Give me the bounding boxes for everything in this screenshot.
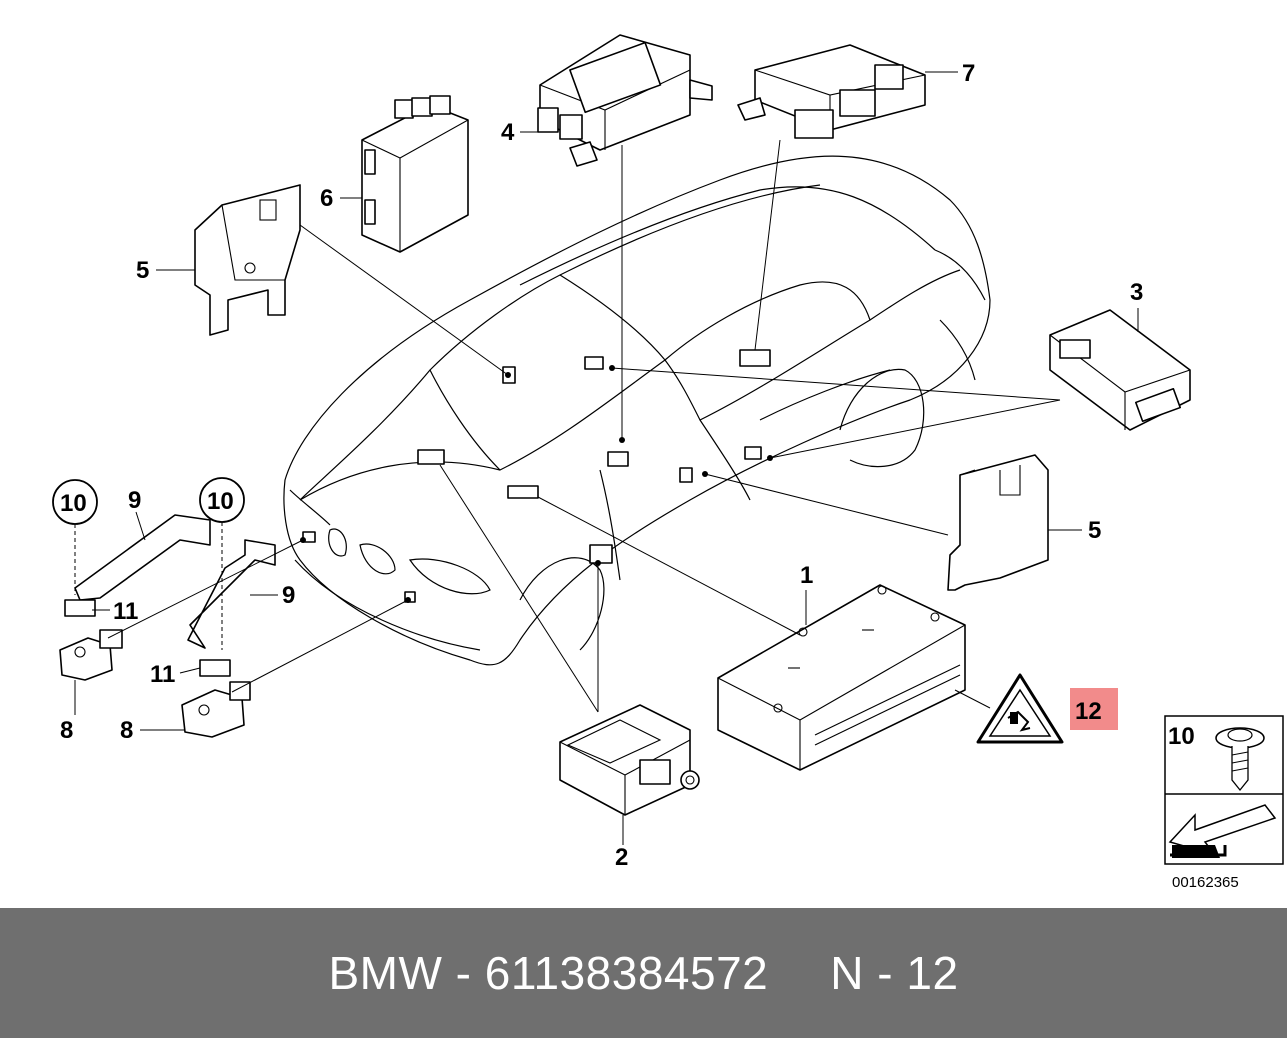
car-outline bbox=[283, 155, 991, 666]
part-5-bracket-left[interactable] bbox=[194, 184, 301, 336]
callout-3: 3 bbox=[1130, 279, 1143, 306]
sensor-assembly-right[interactable] bbox=[181, 539, 276, 738]
callout-7: 7 bbox=[962, 60, 975, 87]
callout-6: 6 bbox=[320, 185, 333, 212]
part-number: 61138384572 bbox=[484, 947, 769, 999]
callout-12: 12 bbox=[1075, 698, 1102, 725]
part-5-bracket-right[interactable] bbox=[947, 454, 1049, 591]
sensor-assembly-left[interactable] bbox=[59, 514, 211, 681]
brand-label: BMW bbox=[328, 947, 443, 999]
legend-number: 10 bbox=[1168, 723, 1195, 750]
legend-box: 10 bbox=[1164, 715, 1284, 865]
direction-arrow-icon bbox=[1168, 804, 1277, 858]
callout-5-right: 5 bbox=[1088, 517, 1101, 544]
callout-9-right: 9 bbox=[282, 582, 295, 609]
callout-2: 2 bbox=[615, 844, 628, 871]
screw-icon bbox=[1215, 727, 1265, 792]
callout-10-right: 10 bbox=[207, 488, 234, 515]
callout-11-right: 11 bbox=[150, 661, 175, 688]
part-12-warning-label[interactable] bbox=[976, 673, 1064, 744]
position-label: N - 12 bbox=[830, 947, 959, 999]
parts-diagram: 7 4 6 5 3 bbox=[52, 34, 1284, 891]
callout-1: 1 bbox=[800, 562, 813, 589]
part-2-module[interactable] bbox=[559, 704, 700, 816]
callout-8-left: 8 bbox=[60, 717, 73, 744]
drawing-number: 00162365 bbox=[1172, 874, 1239, 891]
part-6-module[interactable] bbox=[361, 95, 469, 253]
callout-5-left: 5 bbox=[136, 257, 149, 284]
diagram-svg: 7 4 6 5 3 bbox=[52, 34, 1284, 891]
callout-11-left: 11 bbox=[113, 598, 138, 625]
part-4-module[interactable] bbox=[537, 34, 713, 167]
part-footer: BMW - 61138384572 N - 12 bbox=[0, 908, 1287, 1038]
callout-9-left: 9 bbox=[128, 487, 141, 514]
callout-10-left: 10 bbox=[60, 490, 87, 517]
car-mounted-parts bbox=[302, 349, 771, 603]
callout-12-highlight bbox=[1070, 688, 1118, 730]
footer-text: BMW - 61138384572 N - 12 bbox=[328, 946, 958, 1000]
part-3-module[interactable] bbox=[1049, 309, 1191, 431]
callout-4: 4 bbox=[501, 119, 515, 146]
leader-lines bbox=[107, 139, 1061, 713]
part-7-module[interactable] bbox=[737, 44, 926, 139]
callout-8-right: 8 bbox=[120, 717, 133, 744]
part-1-control-unit[interactable] bbox=[717, 584, 966, 771]
separator: - bbox=[455, 947, 472, 999]
